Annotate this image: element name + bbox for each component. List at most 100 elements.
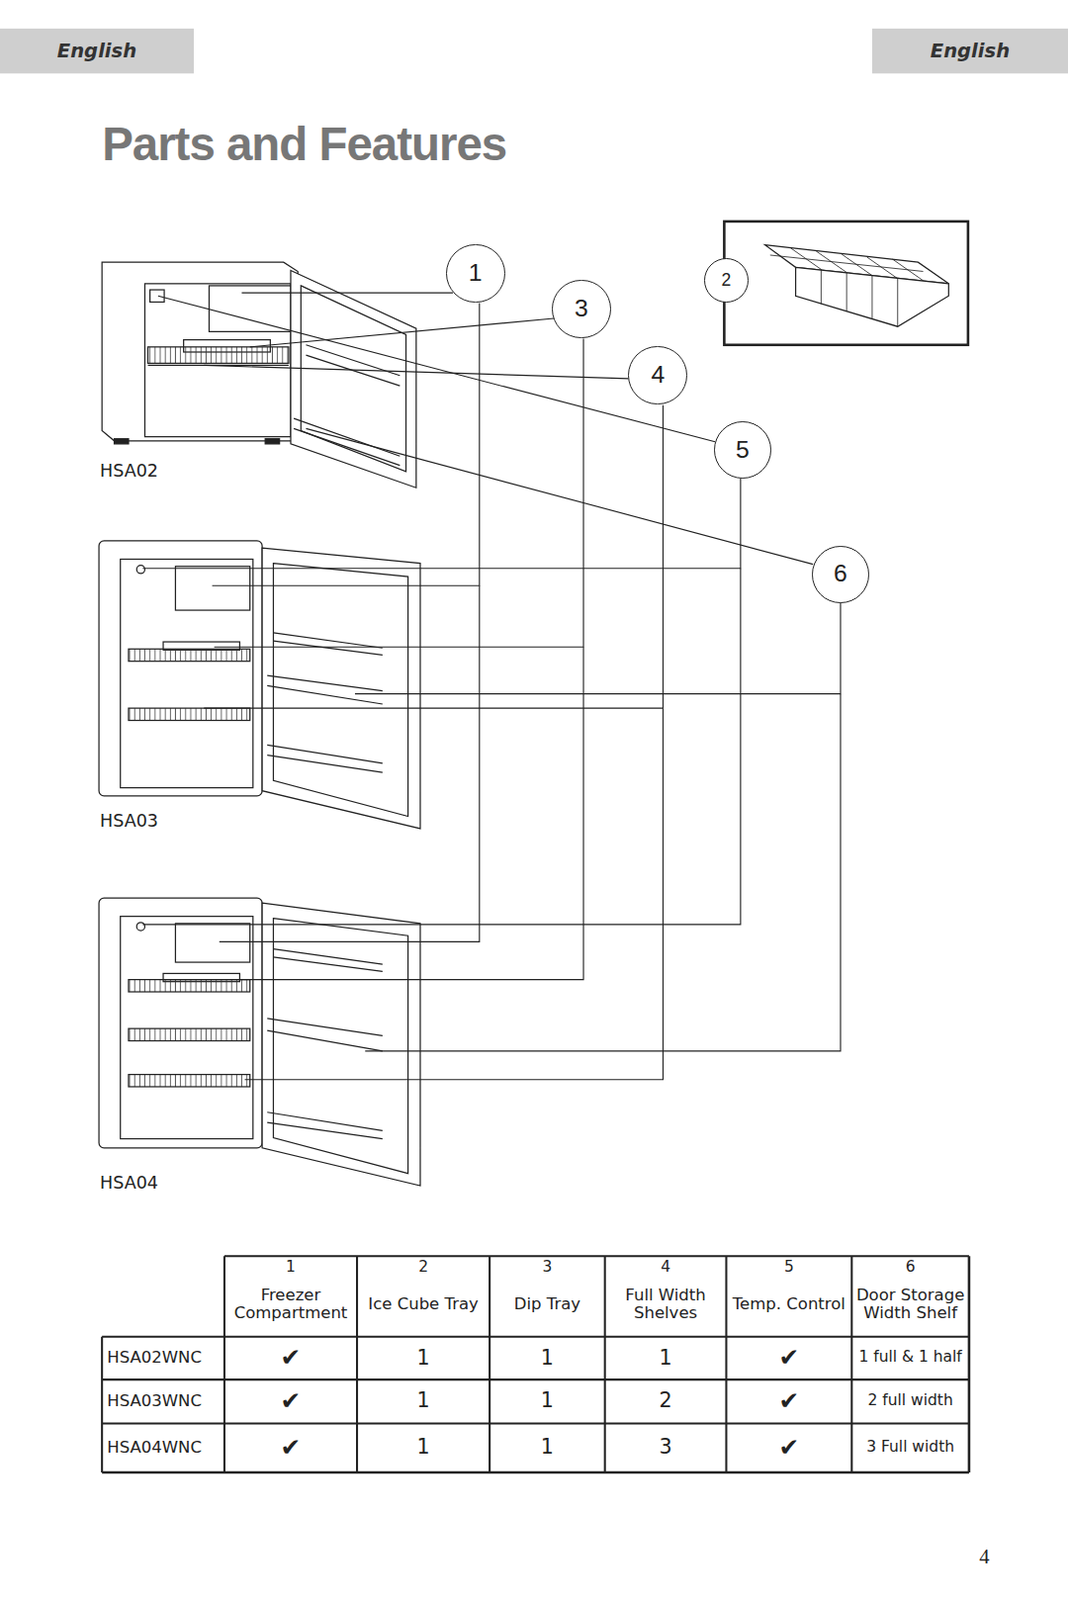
fridge-hsa02 bbox=[293, 418, 400, 456]
fridge-hsa02 bbox=[144, 283, 291, 438]
callout-number: 5 bbox=[735, 438, 750, 463]
fridge-hsa02 bbox=[290, 269, 417, 488]
leader-lines bbox=[250, 318, 554, 348]
fridge-hsa03 bbox=[136, 565, 145, 574]
model-label: HSA04 bbox=[99, 1170, 223, 1196]
table-grid bbox=[101, 1378, 970, 1381]
callout-circle: 5 bbox=[713, 421, 772, 479]
fridge-hsa02 bbox=[148, 347, 289, 364]
table-cell: 1 bbox=[491, 1423, 603, 1473]
page-title: Parts and Features bbox=[101, 120, 507, 168]
language-tab: English bbox=[872, 28, 1068, 74]
column-number: 2 bbox=[356, 1257, 490, 1278]
table-grid bbox=[604, 1255, 607, 1473]
fridge-hsa04 bbox=[175, 923, 250, 963]
ice-tray-inset bbox=[846, 272, 848, 312]
check-mark: ✔ bbox=[728, 1379, 851, 1424]
fridge-hsa03 bbox=[120, 558, 254, 788]
check-mark: ✔ bbox=[226, 1335, 356, 1379]
table-cell: 2 full width bbox=[853, 1379, 967, 1424]
table-cell: 3 bbox=[607, 1423, 725, 1473]
ice-tray-inset bbox=[867, 257, 898, 279]
column-heading: Door Storage Width Shelf bbox=[853, 1279, 967, 1332]
column-number: 1 bbox=[224, 1257, 357, 1278]
check-mark: ✔ bbox=[226, 1379, 356, 1424]
fridge-hsa03 bbox=[272, 640, 382, 655]
check-mark: ✔ bbox=[728, 1335, 851, 1379]
leader-lines bbox=[142, 292, 841, 1080]
ice-tray-inset bbox=[820, 268, 822, 304]
model-number: HSA02WNC bbox=[106, 1335, 223, 1379]
ice-tray-inset bbox=[796, 267, 950, 327]
table-grid bbox=[968, 1255, 972, 1473]
fridge-hsa03 bbox=[267, 685, 383, 705]
fridge-hsa04 bbox=[272, 949, 382, 965]
column-heading: Dip Tray bbox=[491, 1279, 603, 1332]
callout-circle: 3 bbox=[551, 279, 612, 340]
table-cell: 1 bbox=[491, 1379, 603, 1424]
model-label: HSA02 bbox=[99, 458, 223, 484]
table-cell: 1 bbox=[607, 1335, 725, 1379]
ice-tray-inset bbox=[723, 221, 969, 346]
leader-lines bbox=[214, 339, 584, 648]
callout-number: 6 bbox=[833, 561, 848, 587]
fridge-hsa02 bbox=[293, 428, 400, 465]
fridge-hsa04 bbox=[272, 957, 382, 972]
leader-lines bbox=[219, 585, 480, 942]
callout-number: 1 bbox=[468, 261, 483, 286]
model-number: HSA04WNC bbox=[106, 1423, 223, 1473]
table-grid bbox=[356, 1255, 358, 1473]
fridge-hsa03 bbox=[98, 540, 263, 797]
ice-tray-inset bbox=[896, 278, 898, 327]
callout-number: 4 bbox=[650, 362, 665, 388]
fridge-hsa02 bbox=[300, 285, 406, 472]
table-grid bbox=[850, 1255, 853, 1473]
fridge-hsa02 bbox=[101, 262, 298, 442]
fridge-hsa03 bbox=[267, 744, 383, 764]
fridge-hsa04 bbox=[120, 916, 254, 1140]
callout-circle: 4 bbox=[627, 346, 688, 406]
fridge-hsa04 bbox=[267, 1122, 383, 1140]
ice-tray-inset bbox=[892, 259, 924, 281]
table-grid bbox=[101, 1422, 970, 1424]
leader-lines bbox=[163, 646, 584, 979]
fridge-hsa02 bbox=[150, 289, 165, 302]
table-grid bbox=[724, 1255, 727, 1473]
model-number: HSA03WNC bbox=[106, 1379, 223, 1424]
fridge-hsa04 bbox=[272, 918, 408, 1174]
table-cell: 1 full & 1 half bbox=[853, 1335, 967, 1379]
column-heading: Full Width Shelves bbox=[607, 1279, 725, 1332]
table-cell: 3 Full width bbox=[853, 1423, 967, 1473]
model-label: HSA03 bbox=[99, 808, 223, 834]
table-grid bbox=[101, 1255, 970, 1473]
leader-lines bbox=[203, 364, 628, 378]
fridge-hsa04 bbox=[128, 1074, 251, 1087]
language-tab: English bbox=[0, 28, 194, 74]
column-heading: Freezer Compartment bbox=[226, 1279, 356, 1332]
leader-lines bbox=[142, 568, 740, 925]
fridge-hsa02 bbox=[114, 439, 129, 445]
leader-lines bbox=[245, 708, 664, 1080]
callout-circle: 1 bbox=[445, 244, 506, 304]
fridge-hsa03 bbox=[128, 648, 251, 661]
check-mark: ✔ bbox=[226, 1423, 356, 1473]
leader-lines bbox=[305, 428, 813, 564]
column-heading: Temp. Control bbox=[728, 1279, 851, 1332]
table-cell: 1 bbox=[491, 1335, 603, 1379]
table-cell: 1 bbox=[358, 1423, 488, 1473]
leader-lines bbox=[203, 405, 663, 709]
column-heading: Ice Cube Tray bbox=[358, 1279, 488, 1332]
fridge-hsa03 bbox=[128, 708, 251, 720]
fridge-hsa03 bbox=[272, 632, 382, 648]
fridge-hsa04 bbox=[98, 897, 263, 1149]
column-number: 5 bbox=[725, 1257, 852, 1278]
ice-tray-inset bbox=[871, 275, 873, 319]
header-bars bbox=[0, 28, 1068, 74]
fridge-hsa03 bbox=[262, 547, 421, 829]
table-grid bbox=[223, 1255, 226, 1473]
page-number: 4 bbox=[959, 1542, 1011, 1572]
column-number: 6 bbox=[851, 1257, 970, 1278]
table-grid bbox=[488, 1255, 491, 1473]
table-cell: 2 bbox=[607, 1379, 725, 1424]
